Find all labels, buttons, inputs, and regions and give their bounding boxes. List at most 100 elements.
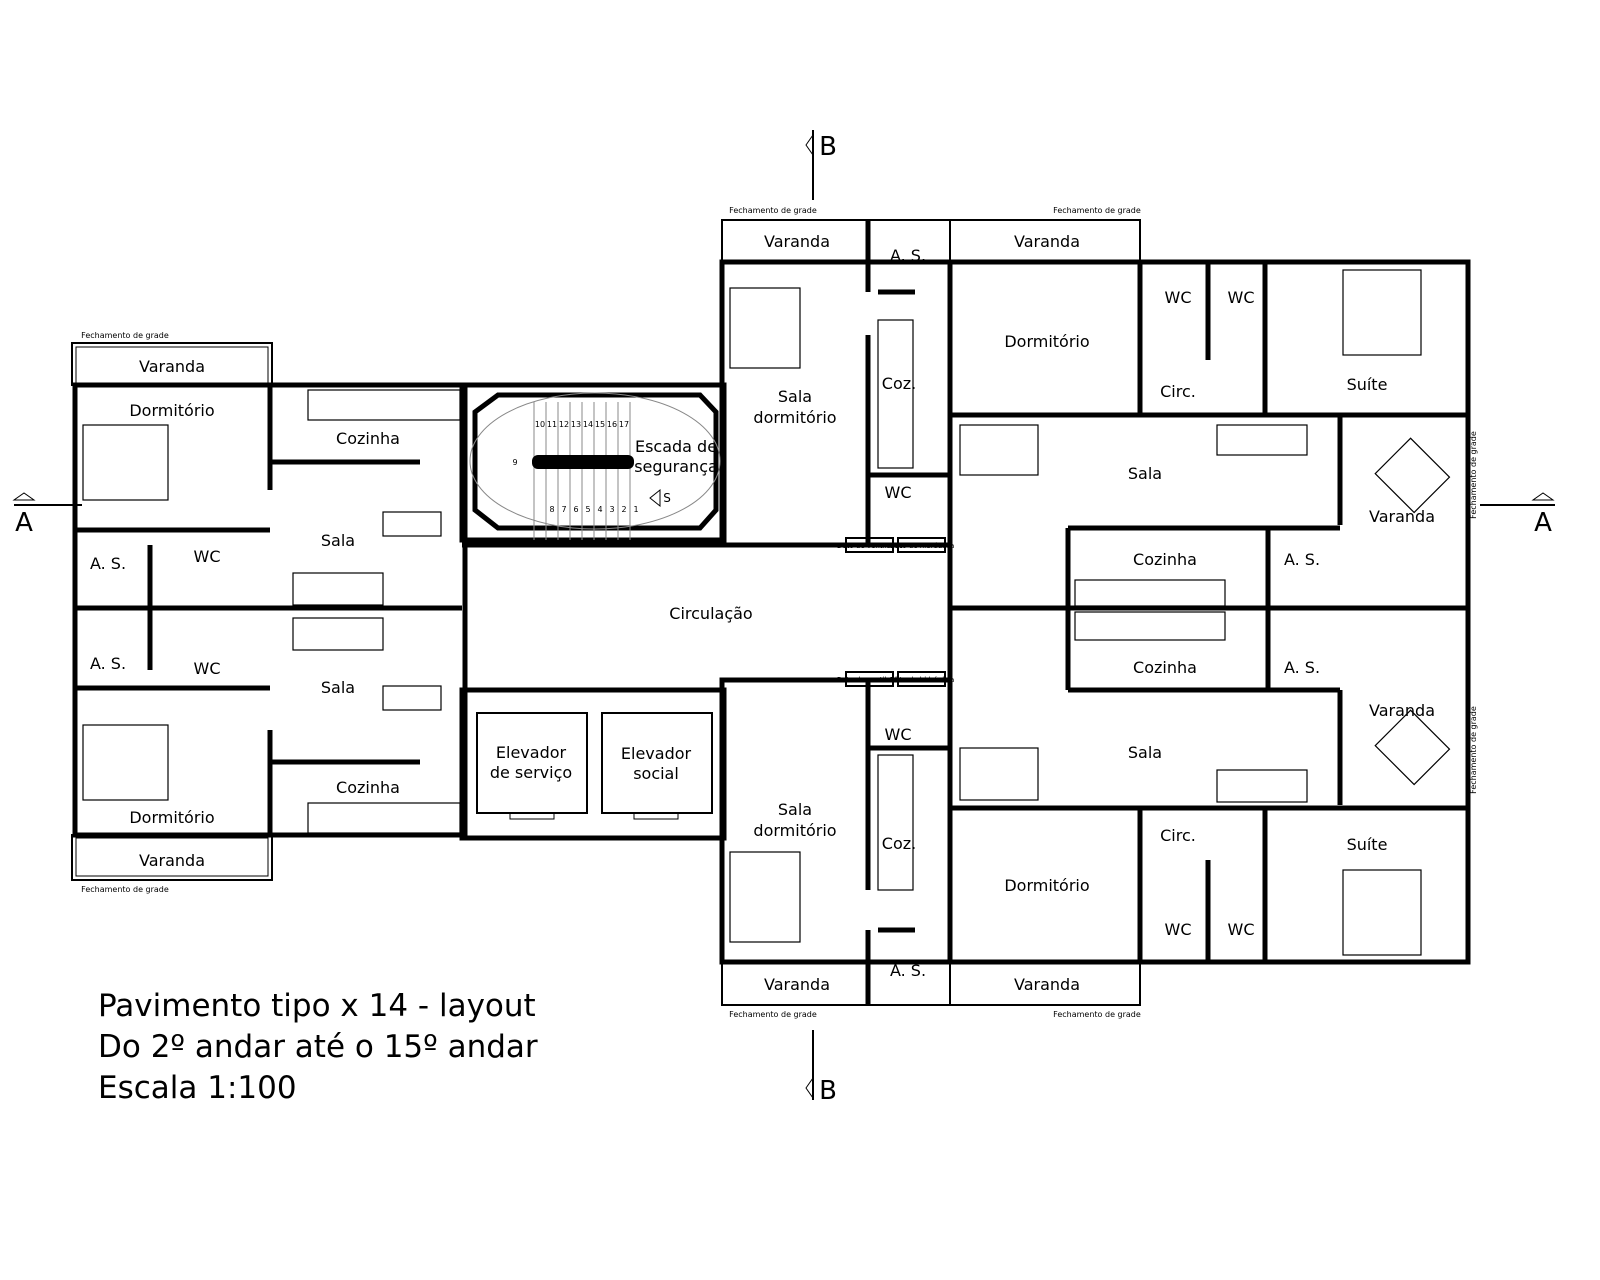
room-wc: WC <box>194 659 221 678</box>
room-as: A. S. <box>890 961 926 980</box>
furniture <box>82 269 1451 956</box>
room-sala-dormitorio: Sala <box>778 387 812 406</box>
room-varanda: Varanda <box>1369 701 1435 720</box>
stair-step-17: 17 <box>619 420 629 429</box>
room-cozinha: Cozinha <box>336 429 400 448</box>
dining-table-icon <box>382 511 442 537</box>
sofa-icon <box>1216 769 1308 803</box>
bed-icon <box>1342 269 1422 356</box>
table-icon <box>1374 437 1451 514</box>
ducts: Duto de ventilação Duto de hidráulica Du… <box>837 537 955 687</box>
kitchen-counter-icon <box>877 754 914 891</box>
stair-step-13: 13 <box>571 420 581 429</box>
stair-direction: S <box>663 491 671 505</box>
dining-table-icon <box>959 424 1039 476</box>
stair-direction-arrow-icon <box>649 488 661 508</box>
kitchen-counter-icon <box>1074 611 1226 641</box>
room-varanda: Varanda <box>1014 975 1080 994</box>
room-circulacao: Circulação <box>669 604 752 623</box>
sofa-icon <box>292 572 384 606</box>
social-elevator-label: Elevador <box>621 744 692 763</box>
section-arrow-icon <box>805 133 814 157</box>
room-dormitorio: Dormitório <box>129 401 214 420</box>
room-sala: Sala <box>321 531 355 550</box>
stair-step-4: 4 <box>597 505 602 514</box>
room-wc: WC <box>1228 288 1255 307</box>
room-sala-dormitorio: dormitório <box>753 821 836 840</box>
room-varanda: Varanda <box>139 851 205 870</box>
title-block: Pavimento tipo x 14 - layout Do 2º andar… <box>98 988 538 1106</box>
room-cozinha: Cozinha <box>336 778 400 797</box>
room-wc: WC <box>885 725 912 744</box>
room-as: A. S. <box>90 654 126 673</box>
room-as: A. S. <box>1284 658 1320 677</box>
duct-hydraulic-bottom: Duto de hidráulica <box>890 676 955 684</box>
room-sala-dormitorio: dormitório <box>753 408 836 427</box>
room-cozinha: Cozinha <box>1133 658 1197 677</box>
section-a-left: A <box>15 508 33 538</box>
room-suite: Suíte <box>1347 375 1388 394</box>
kitchen-counter-icon <box>1074 579 1226 607</box>
duct-hydraulic-top: Duto de hidráulica <box>890 542 955 550</box>
room-varanda: Varanda <box>1014 232 1080 251</box>
grade-label: Fechamento de grade <box>1469 706 1478 794</box>
room-sala: Sala <box>1128 743 1162 762</box>
room-circ: Circ. <box>1160 826 1196 845</box>
room-wc: WC <box>194 547 221 566</box>
room-coz: Coz. <box>882 834 916 853</box>
section-markers: B B A A <box>12 130 1555 1106</box>
grade-label: Fechamento de grade <box>81 885 169 894</box>
room-varanda: Varanda <box>764 232 830 251</box>
scale-line: Escala 1:100 <box>98 1070 297 1106</box>
stair-step-2: 2 <box>621 505 626 514</box>
section-arrow-icon <box>805 1076 814 1100</box>
stair-step-6: 6 <box>573 505 578 514</box>
room-wc: WC <box>885 483 912 502</box>
stair-step-10: 10 <box>535 420 545 429</box>
stair-label: segurança <box>634 457 718 476</box>
room-as: A. S. <box>90 554 126 573</box>
dining-table-icon <box>382 685 442 711</box>
kitchen-counter-icon <box>307 389 461 421</box>
social-elevator-label: social <box>633 764 679 783</box>
stair-step-3: 3 <box>609 505 614 514</box>
room-dormitorio: Dormitório <box>1004 876 1089 895</box>
room-varanda: Varanda <box>1369 507 1435 526</box>
stair-step-15: 15 <box>595 420 605 429</box>
stair-step-8: 8 <box>549 505 554 514</box>
grade-labels: Fechamento de grade Fechamento de grade … <box>81 206 1478 1019</box>
section-arrow-icon <box>1531 492 1555 501</box>
sofa-icon <box>292 617 384 651</box>
room-sala: Sala <box>321 678 355 697</box>
grade-label: Fechamento de grade <box>1469 431 1478 519</box>
room-coz: Coz. <box>882 374 916 393</box>
stair-step-12: 12 <box>559 420 569 429</box>
room-wc: WC <box>1228 920 1255 939</box>
room-varanda: Varanda <box>764 975 830 994</box>
title-line: Pavimento tipo x 14 - layout <box>98 988 536 1024</box>
grade-label: Fechamento de grade <box>1053 206 1141 215</box>
stair-step-5: 5 <box>585 505 590 514</box>
room-wc: WC <box>1165 920 1192 939</box>
room-as: A. S. <box>890 246 926 265</box>
room-cozinha: Cozinha <box>1133 550 1197 569</box>
kitchen-counter-icon <box>877 319 914 469</box>
bed-icon <box>729 851 801 943</box>
bed-icon <box>1342 869 1422 956</box>
subtitle-line: Do 2º andar até o 15º andar <box>98 1029 538 1065</box>
bed-icon <box>729 287 801 369</box>
kitchen-counter-icon <box>307 802 461 834</box>
section-a-right: A <box>1534 508 1552 538</box>
section-b-bottom: B <box>819 1076 837 1106</box>
service-elevator-label: de serviço <box>490 763 572 782</box>
stair-step-16: 16 <box>607 420 617 429</box>
stair-step-7: 7 <box>561 505 566 514</box>
stair-step-1: 1 <box>633 505 638 514</box>
section-b-top: B <box>819 132 837 162</box>
sofa-icon <box>1216 424 1308 456</box>
table-icon <box>1374 709 1451 786</box>
room-as: A. S. <box>1284 550 1320 569</box>
room-sala-dormitorio: Sala <box>778 800 812 819</box>
section-arrow-icon <box>12 492 36 501</box>
